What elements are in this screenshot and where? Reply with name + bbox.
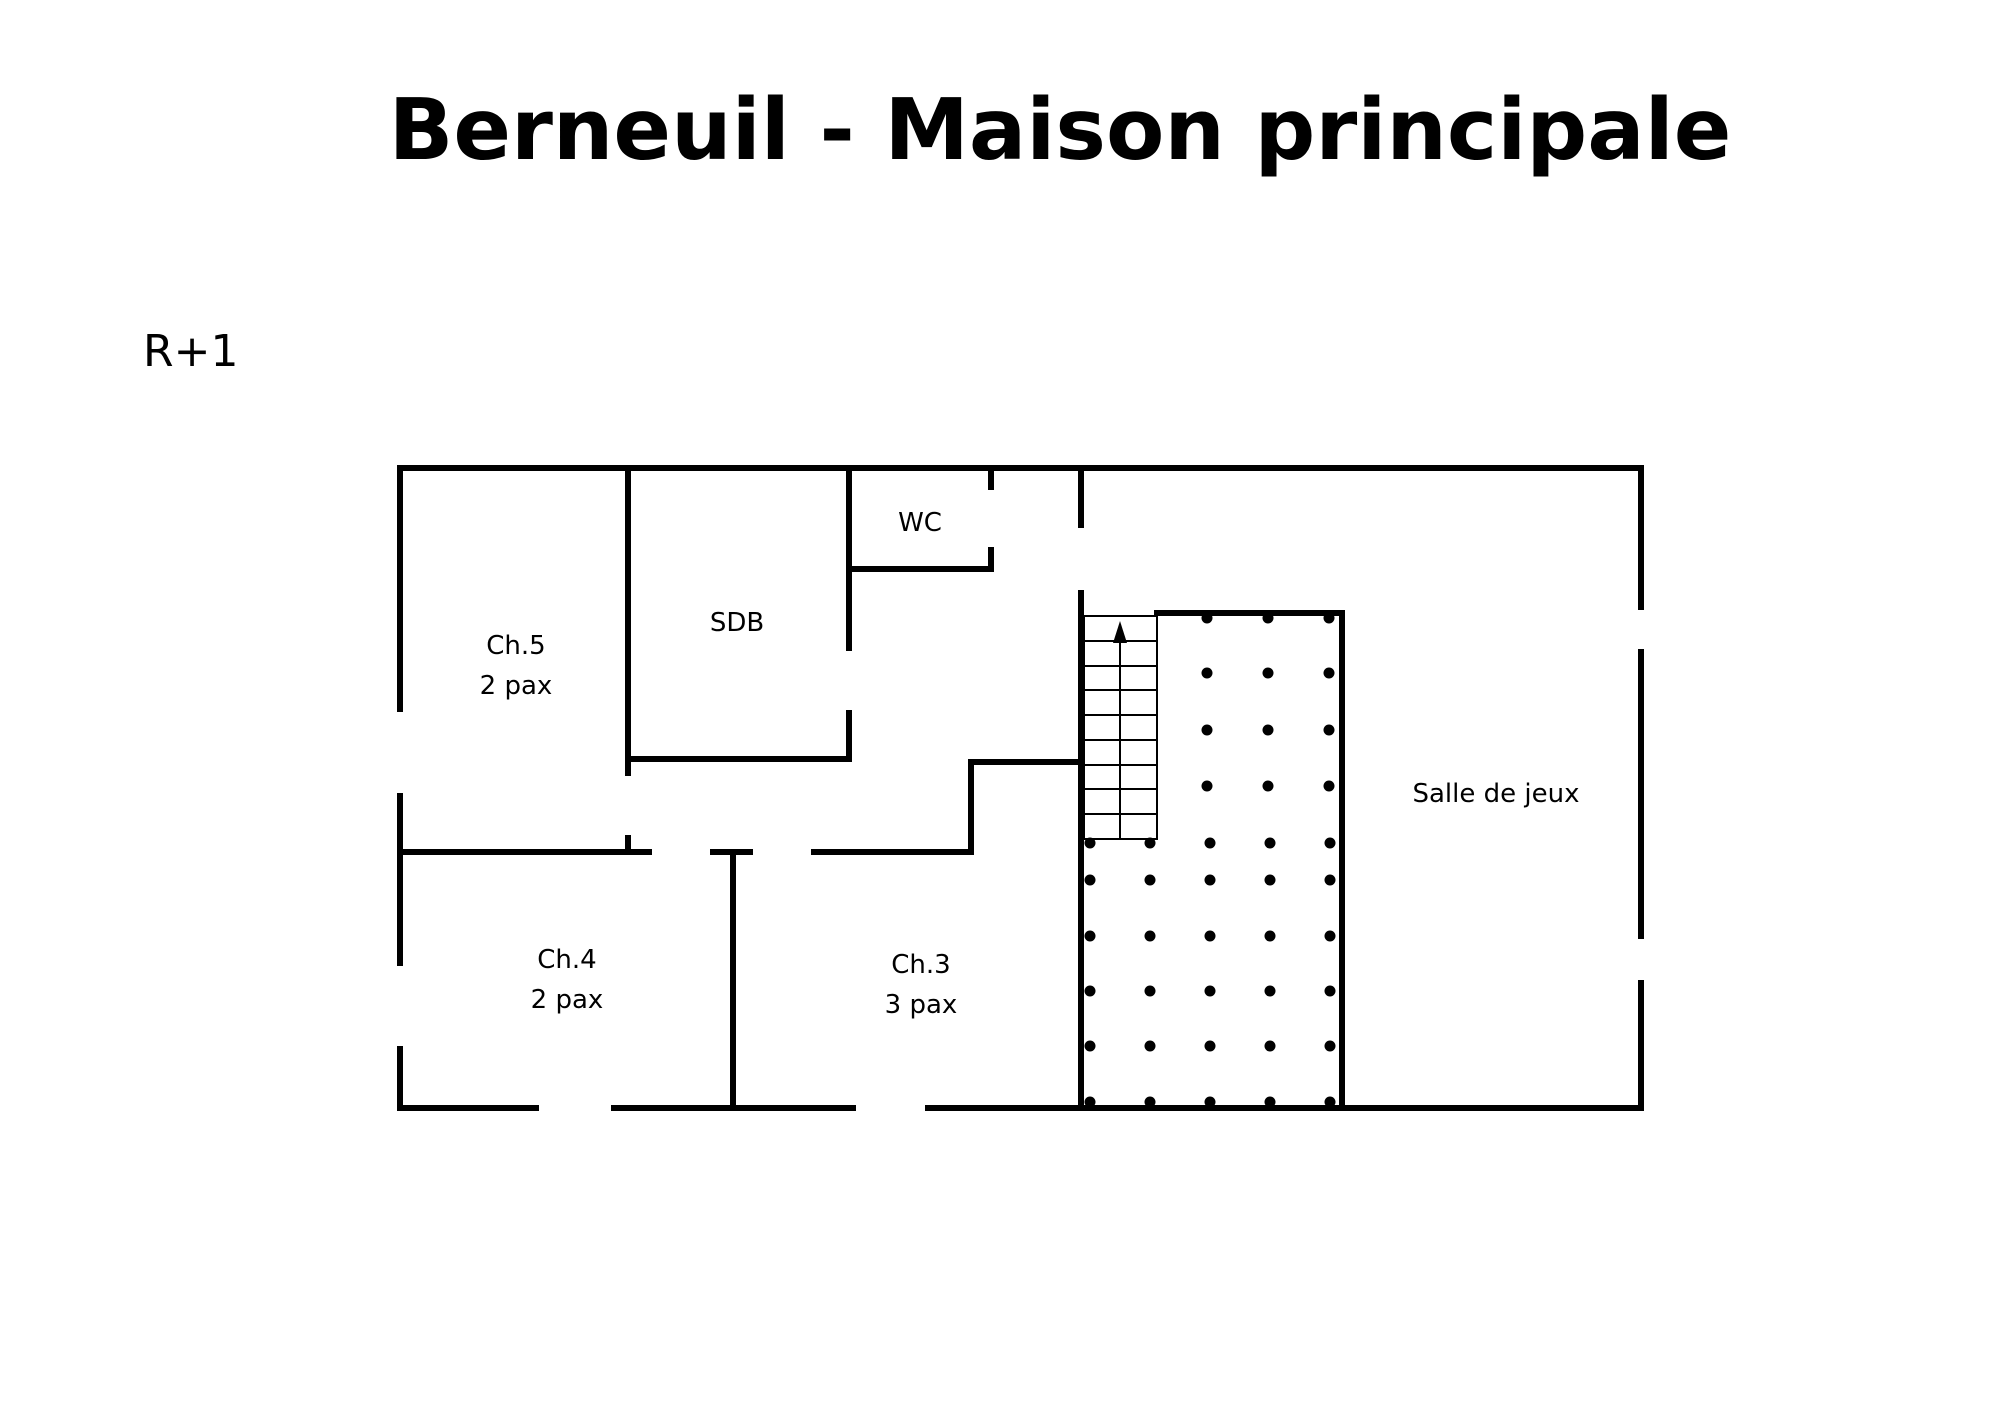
exterior-walls [397, 465, 1644, 1111]
void-dot [1262, 612, 1274, 624]
void-dot [1201, 780, 1213, 792]
void-dot [1323, 667, 1335, 679]
void-dot [1204, 837, 1216, 849]
room-label-ch5-capacity: 2 pax [480, 671, 553, 701]
room-label-ch5-name: Ch.5 [486, 631, 545, 661]
void-dot [1264, 837, 1276, 849]
void-dot [1324, 1096, 1336, 1108]
void-dot [1323, 780, 1335, 792]
void-dot [1262, 667, 1274, 679]
void-dot [1324, 930, 1336, 942]
room-label-ch3-name: Ch.3 [891, 950, 950, 980]
void-dot [1144, 874, 1156, 886]
room-label-ch3-capacity: 3 pax [885, 990, 958, 1020]
interior-walls [397, 465, 1345, 1111]
void-dot [1084, 1096, 1096, 1108]
room-label-sdb: SDB [710, 608, 764, 638]
void-dot [1084, 837, 1096, 849]
void-dot [1204, 930, 1216, 942]
void-dot [1204, 1040, 1216, 1052]
void-dot [1262, 780, 1274, 792]
void-dot-pattern [1084, 612, 1336, 1108]
void-dot [1264, 1040, 1276, 1052]
void-dot [1201, 724, 1213, 736]
void-dot [1324, 837, 1336, 849]
void-dot [1144, 985, 1156, 997]
room-label-ch4-capacity: 2 pax [531, 985, 604, 1015]
room-label-salle-de-jeux: Salle de jeux [1413, 779, 1580, 809]
void-dot [1144, 1096, 1156, 1108]
void-dot [1204, 985, 1216, 997]
void-dot [1262, 724, 1274, 736]
void-dot [1144, 1040, 1156, 1052]
page-title: Berneuil - Maison principale [388, 81, 1732, 180]
void-dot [1324, 985, 1336, 997]
void-dot [1201, 667, 1213, 679]
void-dot [1264, 1096, 1276, 1108]
void-dot [1264, 930, 1276, 942]
room-label-ch4-name: Ch.4 [537, 945, 596, 975]
void-dot [1084, 985, 1096, 997]
void-dot [1324, 1040, 1336, 1052]
void-dot [1264, 874, 1276, 886]
void-dot [1084, 1040, 1096, 1052]
room-labels: Ch.5 2 pax SDB WC Ch.4 2 pax Ch.3 3 pax … [480, 508, 1580, 1020]
void-dot [1084, 874, 1096, 886]
stair-treads [1084, 640, 1157, 815]
void-dot [1144, 930, 1156, 942]
floor-label: R+1 [143, 326, 239, 377]
void-dot [1201, 612, 1213, 624]
void-dot [1264, 985, 1276, 997]
void-dot [1084, 930, 1096, 942]
stair-direction-arrow-icon [1113, 621, 1127, 643]
staircase [1083, 615, 1158, 840]
void-dot [1204, 1096, 1216, 1108]
void-dot [1323, 724, 1335, 736]
void-dot [1324, 874, 1336, 886]
room-label-wc: WC [898, 508, 942, 538]
void-dot [1144, 837, 1156, 849]
void-dot [1323, 612, 1335, 624]
void-dot [1204, 874, 1216, 886]
